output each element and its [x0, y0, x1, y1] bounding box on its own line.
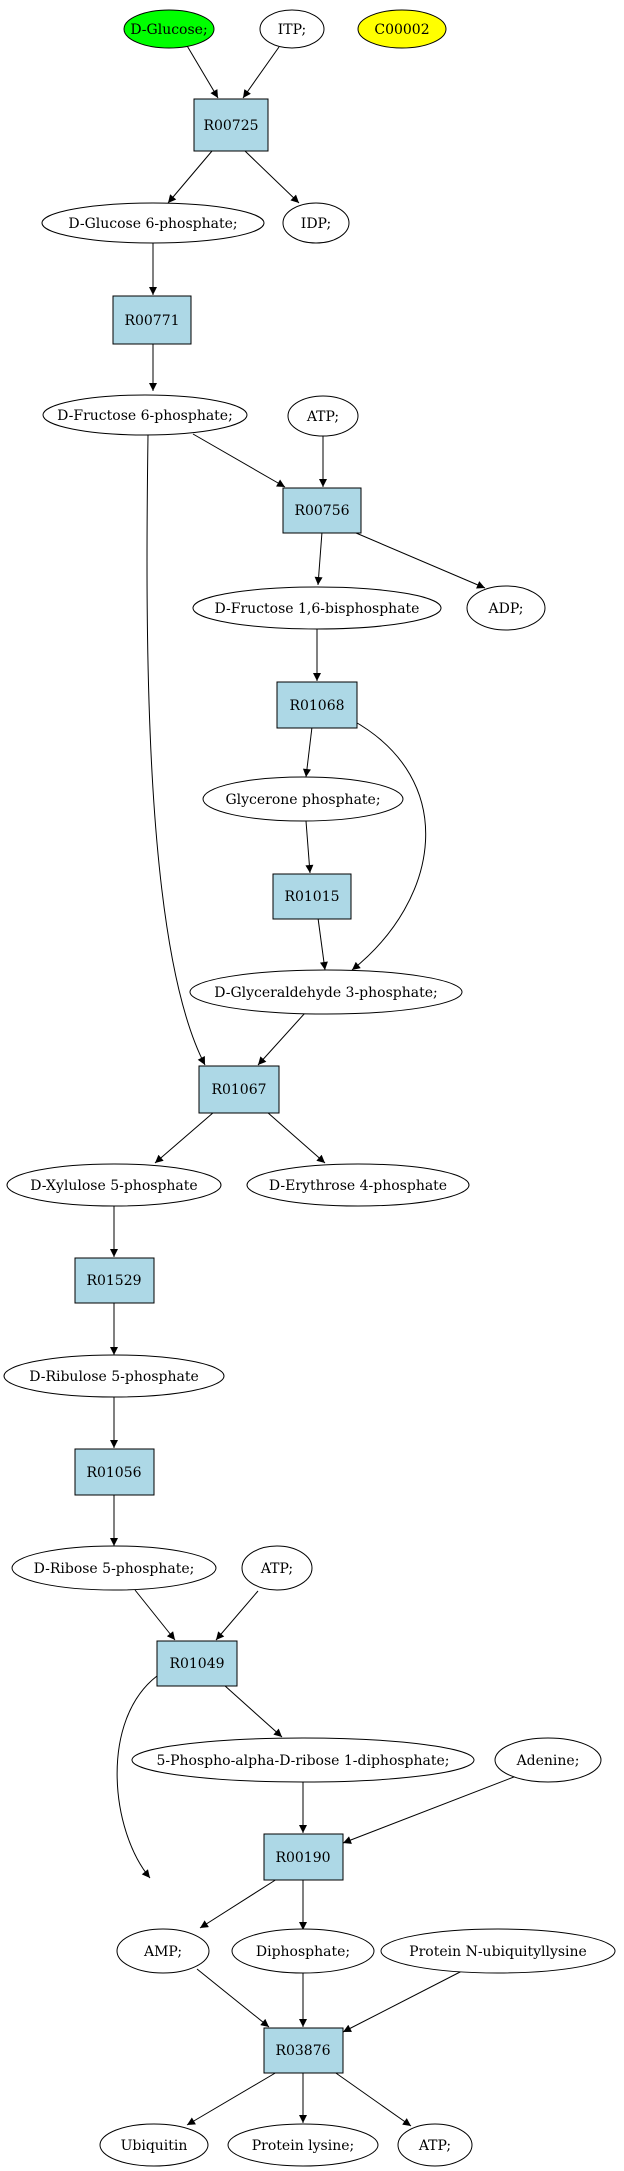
compound-node-glycerone-p[interactable]: Glycerone phosphate;	[202, 776, 404, 822]
node-label: R00190	[275, 1850, 330, 1866]
compound-node-protein-n-ubiquityllysine[interactable]: Protein N-ubiquityllysine	[380, 1928, 616, 1974]
node-label: Adenine;	[516, 1753, 580, 1769]
node-label: 5-Phospho-alpha-D-ribose 1-diphosphate;	[156, 1753, 449, 1769]
compound-node-d-erythrose-4p[interactable]: D-Erythrose 4-phosphate	[246, 1163, 470, 1207]
compound-node-d-xylulose-5p[interactable]: D-Xylulose 5-phosphate	[6, 1163, 222, 1207]
edges	[110, 43, 520, 2127]
compound-node-ubiquitin[interactable]: Ubiquitin	[99, 2123, 209, 2167]
node-label: R01529	[86, 1273, 141, 1289]
compound-node-adp[interactable]: ADP;	[466, 585, 546, 631]
compound-node-diphosphate[interactable]: Diphosphate;	[231, 1928, 375, 1974]
reaction-node-r01068[interactable]: R01068	[276, 681, 358, 729]
compound-node-protein-lysine[interactable]: Protein lysine;	[227, 2123, 379, 2167]
reaction-node-r00771[interactable]: R00771	[112, 295, 192, 345]
node-label: D-Glucose;	[130, 22, 207, 38]
node-label: Glycerone phosphate;	[225, 792, 380, 808]
compound-node-amp[interactable]: AMP;	[116, 1928, 210, 1974]
edge-r01049-to-amp	[116, 1675, 158, 1879]
reaction-node-r00756[interactable]: R00756	[282, 487, 362, 534]
node-label: ITP;	[278, 22, 307, 38]
edge-itp-to-r00725	[242, 46, 280, 99]
node-label: D-Fructose 1,6-bisphosphate	[215, 601, 420, 617]
edge-d-glucose-to-r00725	[185, 43, 219, 99]
reaction-node-r03876[interactable]: R03876	[263, 2027, 344, 2074]
reaction-node-r01049[interactable]: R01049	[156, 1640, 238, 1687]
node-label: IDP;	[301, 216, 331, 232]
edge-r00190-to-amp	[199, 1878, 278, 1929]
node-label: Protein N-ubiquityllysine	[409, 1944, 587, 1960]
edge-protein-n-ubiquityllysine-to-r03876	[342, 1970, 463, 2033]
node-label: R01015	[284, 889, 339, 905]
edge-d-fructose-6p-to-r01067	[146, 434, 206, 1066]
edge-r00756-to-d-fructose-16bp	[314, 531, 323, 586]
reaction-node-r01529[interactable]: R01529	[74, 1257, 155, 1304]
edge-r01068-to-d-glyceraldehyde-3p	[351, 719, 427, 971]
reaction-node-r01067[interactable]: R01067	[198, 1065, 280, 1114]
node-label: ADP;	[488, 601, 524, 617]
edge-r00725-to-idp	[244, 150, 300, 204]
node-label: D-Glucose 6-phosphate;	[68, 216, 237, 232]
compound-node-d-ribulose-5p[interactable]: D-Ribulose 5-phosphate	[3, 1354, 225, 1398]
node-label: Protein lysine;	[252, 2138, 354, 2154]
node-label: Ubiquitin	[121, 2138, 188, 2154]
edge-adenine-to-r00190	[342, 1774, 520, 1844]
edge-r01067-to-d-xylulose-5p	[154, 1111, 215, 1164]
node-label: ATP;	[418, 2138, 451, 2154]
node-label: D-Glyceraldehyde 3-phosphate;	[214, 985, 437, 1001]
compound-node-d-glucose-6p[interactable]: D-Glucose 6-phosphate;	[41, 202, 265, 244]
edge-r01049-to-prpp	[223, 1684, 283, 1738]
node-label: D-Fructose 6-phosphate;	[57, 408, 233, 424]
edge-amp-to-r03876	[196, 1968, 270, 2028]
node-label: ATP;	[306, 409, 339, 425]
node-label: R01049	[169, 1656, 224, 1672]
edge-d-ribose-5p-to-r01049	[134, 1589, 176, 1641]
compound-node-idp[interactable]: IDP;	[282, 202, 350, 244]
compound-node-c00002[interactable]: C00002	[357, 9, 447, 49]
node-label: R00756	[294, 503, 349, 519]
compound-node-d-glucose[interactable]: D-Glucose;	[123, 9, 215, 49]
reaction-node-r01056[interactable]: R01056	[74, 1448, 155, 1496]
node-label: D-Ribulose 5-phosphate	[29, 1369, 199, 1385]
compound-node-atp-3[interactable]: ATP;	[397, 2123, 473, 2167]
edge-d-fructose-6p-to-r00756	[192, 433, 286, 488]
edge-r01015-to-d-glyceraldehyde-3p	[317, 917, 328, 971]
compound-node-atp-1[interactable]: ATP;	[287, 395, 359, 437]
nodes: D-Glucose; ITP; C00002 R00725 D-Glucose …	[3, 9, 616, 2167]
edge-r00725-to-d-glucose-6p	[167, 150, 213, 204]
compound-node-d-glyceraldehyde-3p[interactable]: D-Glyceraldehyde 3-phosphate;	[189, 969, 463, 1015]
node-label: R01067	[211, 1082, 266, 1098]
edge-glycerone-p-to-r01015	[305, 820, 314, 874]
compound-node-atp-2[interactable]: ATP;	[241, 1545, 313, 1591]
node-label: D-Xylulose 5-phosphate	[30, 1178, 197, 1194]
node-label: R03876	[275, 2043, 330, 2059]
node-label: ATP;	[260, 1561, 293, 1577]
reaction-node-r00725[interactable]: R00725	[193, 98, 269, 152]
node-label: Diphosphate;	[256, 1944, 350, 1960]
node-label: R00771	[124, 313, 179, 329]
edge-r03876-to-ubiquitin	[186, 2071, 278, 2126]
compound-node-d-fructose-16bp[interactable]: D-Fructose 1,6-bisphosphate	[192, 586, 442, 630]
compound-node-adenine[interactable]: Adenine;	[494, 1737, 602, 1783]
node-label: R01056	[86, 1465, 141, 1481]
edge-atp-2-to-r01049	[215, 1590, 259, 1641]
compound-node-d-fructose-6p[interactable]: D-Fructose 6-phosphate;	[42, 394, 248, 436]
edge-r01068-to-glycerone-p	[302, 726, 313, 778]
edge-r00756-to-adp	[348, 529, 486, 589]
node-label: AMP;	[143, 1944, 182, 1960]
node-label: R00725	[203, 118, 258, 134]
node-label: C00002	[374, 22, 429, 38]
compound-node-d-ribose-5p[interactable]: D-Ribose 5-phosphate;	[11, 1545, 217, 1591]
reaction-node-r00190[interactable]: R00190	[263, 1833, 344, 1881]
reaction-node-r01015[interactable]: R01015	[272, 873, 352, 920]
edge-r03876-to-atp-3	[332, 2070, 412, 2127]
edge-d-glyceraldehyde-3p-to-r01067	[257, 1012, 306, 1066]
edge-r01067-to-d-erythrose-4p	[266, 1111, 326, 1164]
compound-node-itp[interactable]: ITP;	[259, 9, 325, 49]
compound-node-prpp[interactable]: 5-Phospho-alpha-D-ribose 1-diphosphate;	[131, 1737, 475, 1783]
node-label: R01068	[289, 698, 344, 714]
node-label: D-Erythrose 4-phosphate	[269, 1178, 447, 1194]
node-label: D-Ribose 5-phosphate;	[34, 1561, 195, 1577]
